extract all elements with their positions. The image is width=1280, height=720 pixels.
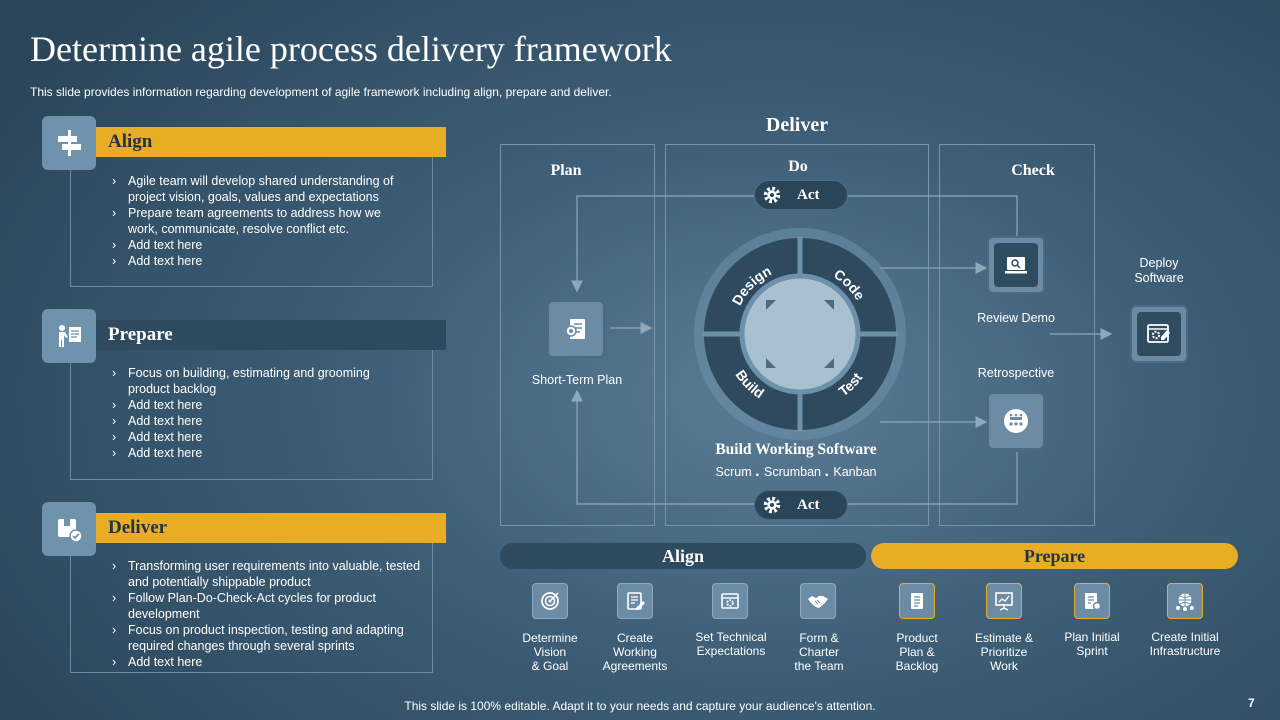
short-term-plan-tile	[547, 300, 605, 358]
list-item: Focus on product inspection, testing and…	[108, 622, 423, 654]
method-kanban: Kanban	[833, 465, 877, 479]
method-scrumban: Scrumban	[764, 465, 821, 479]
page-number: 7	[1248, 696, 1255, 710]
list-item: Add text here	[108, 413, 413, 429]
diagram-title: Deliver	[765, 114, 829, 136]
list-item: Add text here	[108, 654, 423, 670]
list-item: Transforming user requirements into valu…	[108, 558, 423, 590]
act-pill-bottom: Act	[754, 490, 848, 520]
act-pill-top: Act	[754, 180, 848, 210]
plan-heading: Plan	[550, 162, 582, 179]
deliver-section-heading: Deliver	[96, 513, 446, 543]
build-working-software-title: Build Working Software	[715, 441, 877, 458]
presentation-chart-icon	[986, 583, 1022, 619]
align-pill-heading: Align	[500, 543, 866, 569]
deploy-software-tile	[1130, 305, 1188, 363]
deliver-bullets: Transforming user requirements into valu…	[108, 558, 423, 670]
deploy-software-label: Deploy Software	[1109, 256, 1209, 286]
build-cycle-diagram: Design Code Build Test	[694, 228, 906, 440]
list-item: Add text here	[108, 445, 413, 461]
check-column	[939, 144, 1095, 526]
deploy-settings-icon	[1147, 324, 1170, 343]
act-label: Act	[797, 496, 820, 513]
globe-network-icon	[1167, 583, 1203, 619]
list-item: Focus on building, estimating and groomi…	[108, 365, 413, 397]
slide-title: Determine agile process delivery framewo…	[30, 29, 672, 69]
laptop-search-icon	[1005, 257, 1027, 274]
retrospective-tile	[987, 392, 1045, 450]
prepare-bullets: Focus on building, estimating and groomi…	[108, 365, 413, 461]
review-demo-label: Review Demo	[977, 311, 1055, 325]
package-check-icon	[42, 502, 96, 556]
backlog-list-icon	[899, 583, 935, 619]
list-item: Add text here	[108, 237, 413, 253]
prepare-section-heading: Prepare	[96, 320, 446, 350]
list-item: Follow Plan-Do-Check-Act cycles for prod…	[108, 590, 423, 622]
footer-note: This slide is 100% editable. Adapt it to…	[404, 699, 876, 713]
short-term-plan-label: Short-Term Plan	[531, 373, 623, 387]
act-label: Act	[797, 186, 820, 203]
retrospective-label: Retrospective	[977, 366, 1055, 380]
technical-settings-icon	[712, 583, 748, 619]
do-column	[665, 144, 929, 526]
target-icon	[532, 583, 568, 619]
agreement-document-icon	[617, 583, 653, 619]
plan-column	[500, 144, 655, 526]
presenter-icon	[42, 309, 96, 363]
handshake-icon	[800, 583, 836, 619]
deploy-software-line: Deploy	[1139, 256, 1179, 270]
list-item: Prepare team agreements to address how w…	[108, 205, 413, 237]
team-meeting-icon	[1004, 409, 1028, 433]
plan-document-icon	[565, 319, 585, 339]
check-heading: Check	[1011, 162, 1055, 179]
prepare-pill-heading: Prepare	[871, 543, 1238, 569]
gear-icon	[763, 496, 781, 514]
list-item: Agile team will develop shared understan…	[108, 173, 413, 205]
align-section-heading: Align	[96, 127, 446, 157]
list-item: Add text here	[108, 397, 413, 413]
slide-subtitle: This slide provides information regardin…	[30, 85, 612, 99]
do-heading: Do	[788, 158, 808, 175]
align-bullets: Agile team will develop shared understan…	[108, 173, 413, 269]
list-item: Add text here	[108, 253, 413, 269]
sprint-plan-icon	[1074, 583, 1110, 619]
signpost-icon	[42, 116, 96, 170]
methods-line: Scrum . Scrumban . Kanban	[715, 463, 877, 480]
review-demo-tile	[987, 236, 1045, 294]
gear-icon	[763, 186, 781, 204]
deploy-software-line: Software	[1134, 271, 1184, 285]
list-item: Add text here	[108, 429, 413, 445]
method-scrum: Scrum	[715, 465, 752, 479]
